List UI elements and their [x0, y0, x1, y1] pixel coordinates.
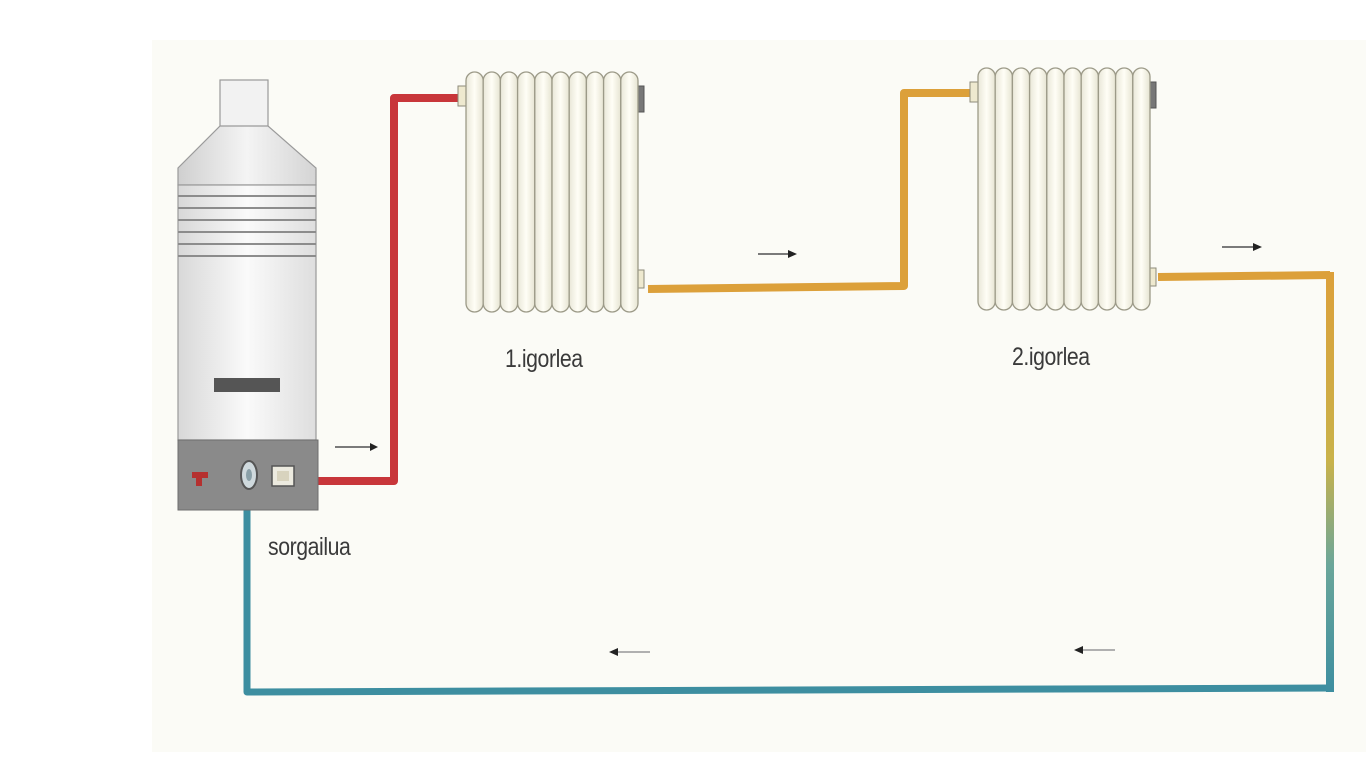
radiator-fin	[585, 71, 605, 313]
radiator-fin	[1028, 67, 1048, 311]
radiator-fin	[499, 71, 519, 313]
radiator-2	[969, 67, 1157, 311]
boiler	[177, 79, 319, 511]
radiator-fin	[1046, 67, 1065, 311]
radiator-fin	[1132, 67, 1151, 311]
radiator-fin	[977, 67, 996, 311]
radiator-fin	[1063, 67, 1082, 311]
boiler-body	[177, 184, 317, 441]
link-pipe	[647, 89, 975, 293]
radiator-fin	[1080, 67, 1100, 311]
boiler-nameplate	[214, 378, 280, 392]
radiator-fin	[620, 71, 639, 313]
radiator-2-label: 2.igorlea	[1012, 343, 1090, 371]
supply-pipe	[318, 94, 462, 485]
radiator-fin	[534, 71, 553, 313]
radiator-fin	[568, 71, 588, 313]
flow-arrow-icon	[758, 250, 797, 258]
radiator-fin	[465, 71, 484, 313]
flow-arrow-icon	[335, 443, 378, 451]
dial-icon	[240, 460, 258, 490]
return-pipe	[243, 505, 1334, 696]
return-riser-pipe	[1326, 272, 1334, 692]
radiator-fin	[1097, 67, 1117, 311]
flow-arrow-icon	[1222, 243, 1262, 251]
radiator-1-label: 1.igorlea	[505, 345, 583, 373]
radiator-fin	[1011, 67, 1031, 311]
flow-arrow-icon	[1074, 646, 1115, 654]
radiator-2-outlet-pipe	[1157, 271, 1331, 281]
diagram-background	[152, 40, 1366, 752]
flow-arrow-icon	[609, 648, 650, 656]
thermostat-knob-icon	[192, 472, 208, 486]
boiler-flue	[219, 79, 269, 129]
radiator-fin	[994, 67, 1014, 311]
radiator-fin	[1114, 67, 1134, 311]
display-icon	[271, 465, 295, 487]
boiler-vents	[178, 195, 316, 257]
radiator-fin	[551, 71, 570, 313]
radiator-1	[457, 71, 645, 313]
boiler-label: sorgailua	[268, 533, 351, 561]
radiator-fin	[516, 71, 536, 313]
radiator-fin	[482, 71, 502, 313]
radiator-fin	[602, 71, 622, 313]
